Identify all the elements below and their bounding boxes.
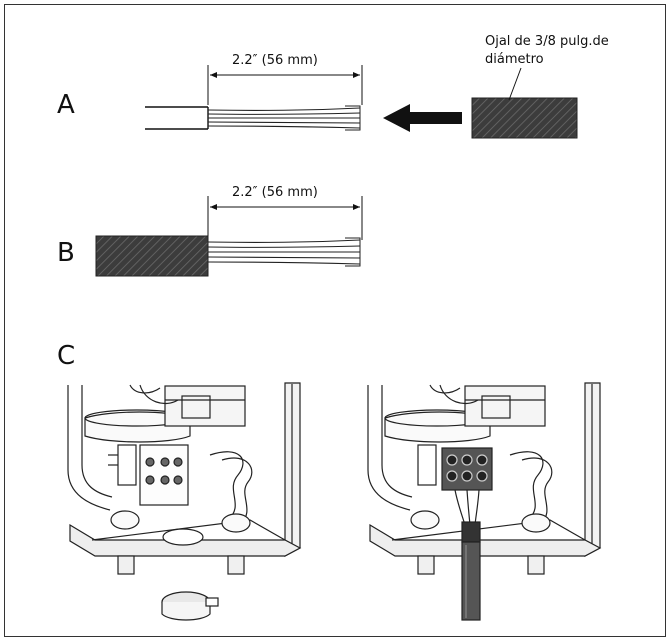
grommet-note-line2: diámetro [485,52,544,67]
figure-frame [4,4,666,637]
water-heater-left [67,382,302,621]
grommet-note-line1: Ojal de 3/8 pulg.de [485,34,609,49]
insert-arrow [383,104,462,132]
grommet-note: Ojal de 3/8 pulg.de diámetro [485,33,609,69]
water-heater-right [367,382,602,621]
dimension-line-a [207,65,363,105]
dimension-b-text: 2.2″ (56 mm) [232,185,318,200]
step-b-cable [95,235,361,277]
step-a-label: A [57,90,75,120]
step-c-label: C [57,341,76,371]
step-b-label: B [57,238,75,268]
step-a-cable [145,105,361,131]
grommet-a [471,97,578,139]
dimension-line-b [207,196,363,240]
grommet-leader [508,67,522,101]
dimension-a-text: 2.2″ (56 mm) [232,53,318,68]
grommet-b [95,235,209,277]
